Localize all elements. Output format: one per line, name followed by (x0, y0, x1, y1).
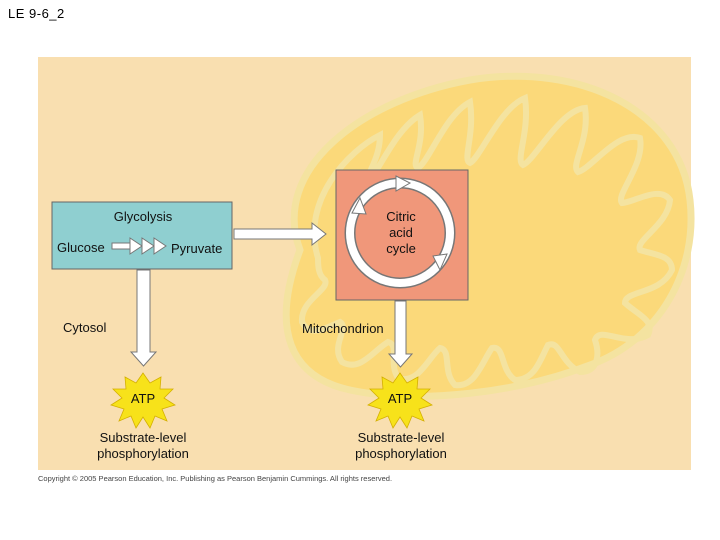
atp-right-label: ATP (387, 391, 413, 406)
mitochondrion-label: Mitochondrion (302, 321, 384, 336)
copyright-notice: Copyright © 2005 Pearson Education, Inc.… (38, 474, 393, 483)
citric-label-line3: cycle (386, 241, 416, 256)
atp-left-label: ATP (130, 391, 156, 406)
citric-label-line1: Citric (386, 209, 416, 224)
slide-title: LE 9-6_2 (8, 6, 65, 21)
citric-label-line2: acid (389, 225, 413, 240)
cycle-arrowhead-right (432, 253, 448, 272)
glycolysis-box (51, 201, 233, 270)
cycle-arrowhead-top (395, 175, 412, 192)
atp-burst-left (110, 372, 176, 429)
substrate-level-left-line2: phosphorylation (97, 446, 189, 461)
cytosol-label: Cytosol (63, 320, 107, 335)
pyruvate-to-mitochondrion-arrow (233, 221, 327, 247)
glycolysis-heading: Glycolysis (113, 209, 173, 224)
pyruvate-label: Pyruvate (171, 241, 223, 256)
atp-burst-right (367, 372, 433, 429)
glycolysis-arrows (111, 237, 167, 255)
citric-down-arrow (387, 300, 414, 368)
substrate-level-left-line1: Substrate-level (99, 430, 187, 445)
cycle-arrowhead-left (351, 196, 367, 215)
glycolysis-down-arrow (129, 269, 158, 367)
substrate-level-right-line1: Substrate-level (357, 430, 445, 445)
glucose-label: Glucose (57, 240, 105, 255)
substrate-level-right-line2: phosphorylation (355, 446, 447, 461)
